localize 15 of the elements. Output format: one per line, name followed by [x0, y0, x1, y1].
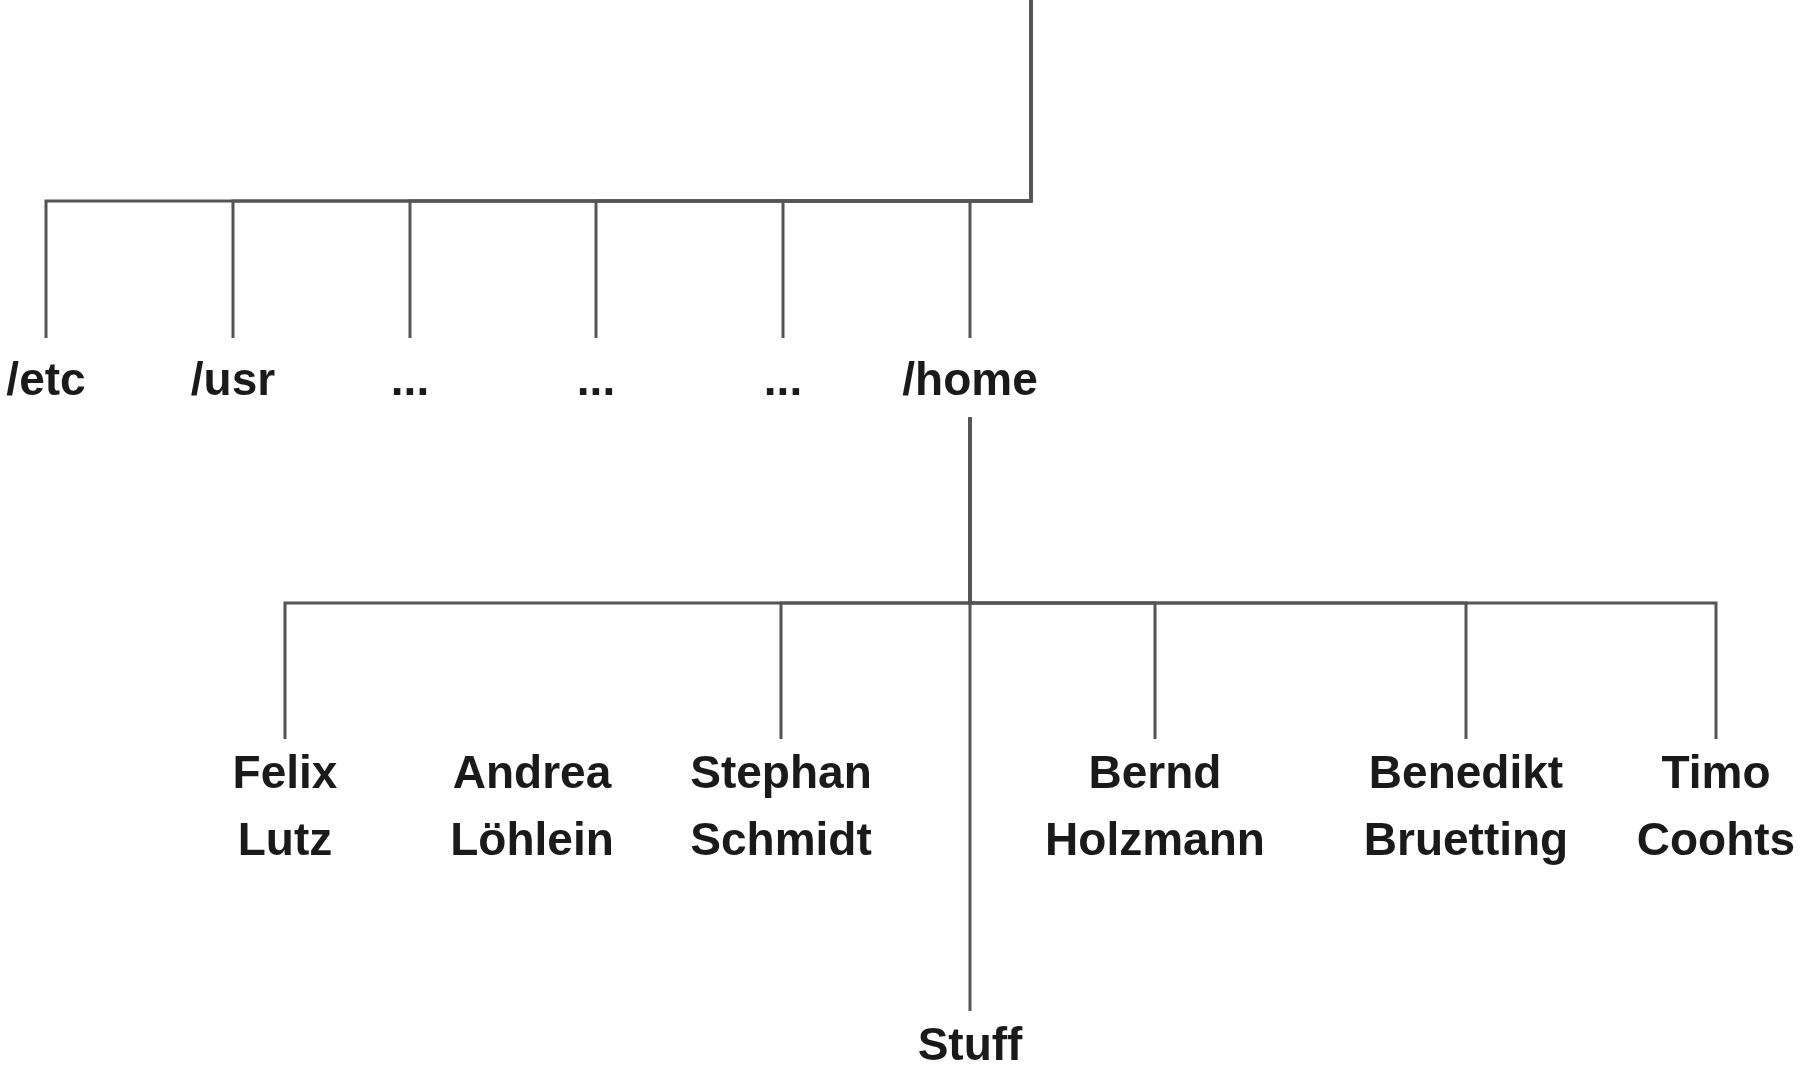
folder-label: Felix Lutz	[232, 745, 338, 867]
folder-label: Stuff	[917, 1017, 1023, 1072]
folder-label: ...	[763, 352, 803, 407]
folder-label: Andrea Löhlein	[450, 745, 614, 867]
folder-label: Stephan Schmidt	[690, 745, 872, 867]
folder-label: /usr	[190, 352, 276, 407]
tree-connector	[968, 0, 1033, 338]
folder-label: ...	[390, 352, 430, 407]
folder-label: Bernd Holzmann	[1045, 745, 1265, 867]
folder-label: Timo Coohts	[1636, 745, 1796, 867]
folder-label: /home	[902, 352, 1038, 407]
folder-label: ...	[576, 352, 616, 407]
tree-connector	[968, 417, 972, 1011]
folder-label: /etc	[6, 352, 86, 407]
folder-label: Benedikt Bruetting	[1363, 745, 1569, 867]
